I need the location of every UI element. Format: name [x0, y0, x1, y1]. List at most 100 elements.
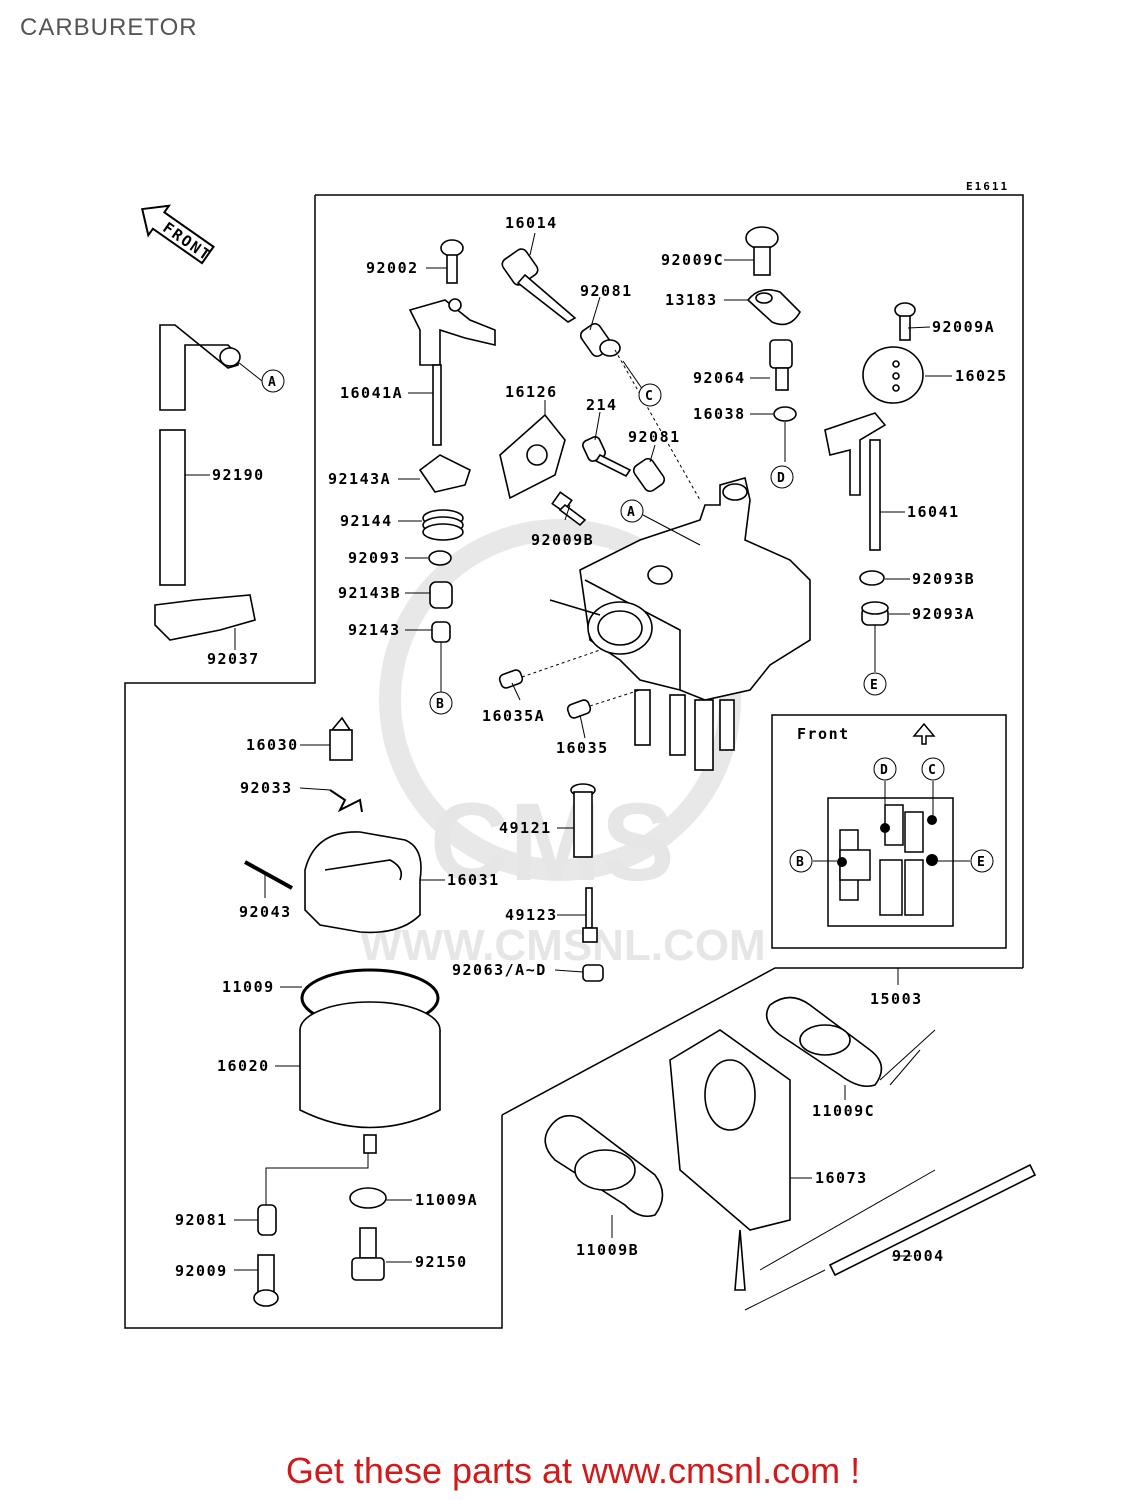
leader-lines — [185, 232, 952, 1311]
front-arrow-icon: FRONT — [141, 204, 215, 265]
cap-92143A-icon — [418, 454, 471, 493]
float-16031-icon — [304, 831, 422, 934]
pin-92043-icon — [244, 860, 293, 890]
callout-a-hose: A — [261, 369, 285, 393]
callout-a-body: A — [620, 499, 644, 523]
svg-text:A: A — [627, 505, 635, 520]
lever-16041-icon — [824, 412, 887, 551]
washer-11009A-icon — [349, 1187, 387, 1209]
plate-13183-icon — [746, 289, 801, 326]
label-16025: 16025 — [955, 367, 1008, 385]
label-92004: 92004 — [892, 1247, 945, 1265]
callout-b: B — [429, 691, 453, 715]
label-92043: 92043 — [239, 903, 292, 921]
carburetor-body-icon — [549, 477, 811, 771]
label-92081-mid: 92081 — [628, 428, 681, 446]
cover-16025-icon — [862, 346, 924, 404]
callout-markers: A C D A B E — [261, 369, 887, 715]
up-arrow-icon — [912, 722, 936, 745]
label-92037: 92037 — [207, 650, 260, 668]
label-92009A: 92009A — [932, 318, 995, 336]
label-92093B: 92093B — [912, 570, 975, 588]
stud-92004-icon — [828, 1163, 1037, 1277]
spring-92081-top-icon — [579, 322, 621, 358]
tube-49121-icon — [570, 783, 596, 858]
svg-text:E: E — [977, 855, 985, 870]
label-11009C: 11009C — [812, 1102, 875, 1120]
front-view-inset: Front D C B — [771, 714, 1007, 949]
watermark-url: WWW.CMSNL.COM — [360, 921, 766, 970]
label-92093: 92093 — [348, 549, 401, 567]
label-49121: 49121 — [499, 819, 552, 837]
label-92093A: 92093A — [912, 605, 975, 623]
insulator-16073-icon — [669, 1029, 791, 1291]
callout-d: D — [770, 465, 794, 489]
label-16014: 16014 — [505, 214, 558, 232]
label-16126: 16126 — [505, 383, 558, 401]
label-16020: 16020 — [217, 1057, 270, 1075]
footer-cta-link[interactable]: Get these parts at www.cmsnl.com ! — [285, 1450, 861, 1491]
watermark-logo: CMS — [430, 781, 674, 904]
svg-text:C: C — [928, 763, 936, 778]
label-92143: 92143 — [348, 621, 401, 639]
label-92002: 92002 — [366, 259, 419, 277]
watermark: CMS WWW.CMSNL.COM — [360, 519, 766, 970]
label-92150: 92150 — [415, 1253, 468, 1271]
label-92009: 92009 — [175, 1262, 228, 1280]
label-92144: 92144 — [340, 512, 393, 530]
label-92143B: 92143B — [338, 584, 401, 602]
inset-marker-b: B — [789, 849, 813, 873]
screw-92009C-icon — [745, 226, 779, 276]
screw-92002-icon — [440, 239, 464, 284]
washer-92093B-icon — [859, 570, 885, 586]
screw-92064-icon — [769, 339, 793, 391]
label-92063: 92063/A~D — [452, 961, 547, 979]
plate-16126-icon — [499, 413, 566, 500]
svg-text:C: C — [645, 389, 653, 404]
svg-text:A: A — [268, 375, 276, 390]
gasket-11009B-icon — [544, 1114, 664, 1218]
label-15003: 15003 — [870, 990, 923, 1008]
washer-92093-icon — [428, 550, 452, 566]
label-16031: 16031 — [447, 871, 500, 889]
screw-92009B-icon — [551, 491, 587, 527]
bolt-92150-icon — [351, 1227, 385, 1281]
label-92009B: 92009B — [531, 531, 594, 549]
label-92081-bot: 92081 — [175, 1211, 228, 1229]
screw-16035-icon — [566, 699, 592, 719]
page-title: CARBURETOR — [20, 14, 198, 41]
svg-text:B: B — [436, 697, 444, 712]
callout-e: E — [863, 672, 887, 696]
label-92064: 92064 — [693, 369, 746, 387]
collar-92143B-icon — [429, 581, 453, 609]
label-16041A: 16041A — [340, 384, 403, 402]
label-92190: 92190 — [212, 466, 265, 484]
label-16073: 16073 — [815, 1169, 868, 1187]
svg-text:B: B — [796, 855, 804, 870]
lever-16041A-icon — [408, 298, 496, 446]
seal-92093A-icon — [861, 601, 889, 626]
label-11009A: 11009A — [415, 1191, 478, 1209]
label-49123: 49123 — [505, 906, 558, 924]
svg-text:D: D — [880, 763, 888, 778]
inset-title: Front — [797, 725, 850, 743]
gasket-11009C-icon — [765, 996, 883, 1088]
inset-marker-c: C — [921, 757, 945, 781]
oring-16038-icon — [773, 406, 797, 422]
bowl-16020-icon — [299, 1001, 441, 1154]
label-92033: 92033 — [240, 779, 293, 797]
svg-text:D: D — [777, 471, 785, 486]
spring-92081-mid-icon — [632, 457, 666, 493]
spring-92144-icon — [422, 509, 464, 541]
needle-16030-icon — [329, 716, 353, 761]
inset-marker-e: E — [970, 849, 994, 873]
label-92009C: 92009C — [661, 251, 724, 269]
collar-92143-icon — [431, 621, 451, 643]
label-16041: 16041 — [907, 503, 960, 521]
screw-92009-icon — [253, 1254, 279, 1307]
label-11009: 11009 — [222, 978, 275, 996]
jet-49123-icon — [582, 887, 598, 943]
label-92081-top: 92081 — [580, 282, 633, 300]
label-16035: 16035 — [556, 739, 609, 757]
